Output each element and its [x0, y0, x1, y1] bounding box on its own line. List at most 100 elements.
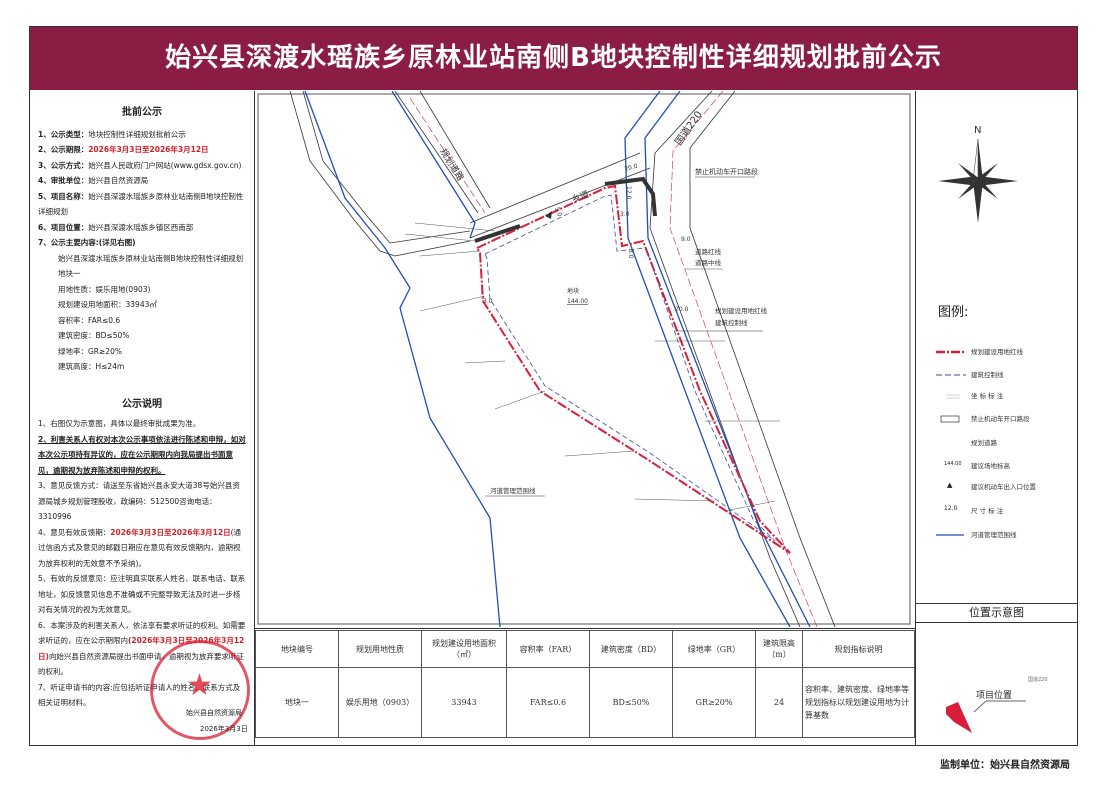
notice-item-period: 2、公示期限：2026年3月3日至2026年3月12日: [38, 145, 209, 154]
entrance-triangle: [545, 211, 552, 219]
project-location-label: 项目位置: [976, 691, 1013, 701]
map-drawing: 国道220 规划道路 乡道 禁止机动车开口路段 道路红线 道路中线 规划建设用地…: [257, 90, 911, 628]
triangle-icon: ▲: [947, 481, 953, 489]
header-cell: 地块编号: [255, 630, 339, 668]
cell-gr: GR≥20%: [672, 667, 756, 738]
table-header-row: 地块编号 规划用地性质 规划建设用地面积（㎡） 容积率（FAR） 建筑密度（BD…: [255, 630, 915, 668]
label-elevation: 144.00: [567, 298, 588, 305]
label-road-center-line: 道路中线: [695, 258, 722, 267]
river-line: [624, 90, 791, 628]
indicator-table: 地块编号 规划用地性质 规划建设用地面积（㎡） 容积率（FAR） 建筑密度（BD…: [255, 630, 915, 738]
header-cell: 建筑限高（m）: [755, 630, 803, 668]
table-row: 地块一 娱乐用地（0903） 33943 FAR≤0.6 BD≤50% GR≥2…: [255, 667, 915, 738]
dimension-label: 20.0: [624, 163, 639, 173]
explanation-heading: 公示说明: [122, 398, 162, 410]
legend-item-river-line: 河道管理范围线: [916, 528, 1079, 542]
label-planned-road: 规划道路: [437, 146, 466, 183]
township-road-edge: [469, 152, 641, 224]
national-road-edge: [689, 90, 836, 628]
content-line: 建筑高度：H≤24m: [58, 362, 125, 371]
land-red-line: [475, 184, 791, 554]
dimension-label: 3.0: [620, 211, 630, 218]
signature: 始兴县自然资源局: [186, 709, 242, 717]
elevation-mark-icon: 144.00: [944, 461, 962, 467]
dimension-label: 12.0: [625, 186, 632, 200]
legend-item-no-opening: 禁止机动车开口路段: [916, 412, 1079, 426]
explanation-p3: 3、意见反馈方式：请送至东省始兴县永安大道38号始兴县资源局城乡规划管理股收，政…: [38, 481, 240, 521]
planned-road-edge: [394, 90, 479, 214]
official-seal: ★: [150, 640, 250, 740]
page-title: 始兴县深渡水瑶族乡原林业站南侧B地块控制性详细规划批前公示: [30, 27, 1077, 90]
signature-date: 2026年3月3日: [200, 725, 248, 733]
river-line: [304, 90, 501, 628]
red-dash-dot-line-icon: [936, 350, 966, 354]
legend-title: 图例:: [938, 305, 969, 320]
dimension-label: 9.0: [681, 236, 691, 243]
label-road-red-line: 道路红线: [695, 247, 722, 256]
star-icon: ★: [186, 668, 213, 703]
no-opening-segment: [604, 176, 657, 217]
map-border: [257, 93, 911, 625]
header-cell: 规划指标说明: [802, 630, 915, 668]
national-road-edge: [649, 90, 801, 628]
label-township-road: 乡道: [570, 188, 591, 206]
explanation-p7: 7、听证申请书的内容:应包括听证申请人的姓名、联系方式及相关证明材料。: [38, 682, 241, 708]
cell-far: FAR≤0.6: [506, 667, 590, 738]
dimension-label: 20.0: [675, 306, 689, 313]
explanation-p1: 1、右图仅为示意图，具体以最终审批成果为准。: [38, 419, 201, 428]
content-line: 建筑密度：BD≤50%: [58, 331, 130, 340]
blue-dashed-line-icon: [936, 374, 966, 376]
planning-map: 国道220 规划道路 乡道 禁止机动车开口路段 道路红线 道路中线 规划建设用地…: [255, 90, 915, 629]
svg-text:N: N: [974, 125, 981, 136]
river-line: [391, 90, 476, 239]
planned-road-center: [409, 97, 486, 214]
national-road-center: [669, 90, 818, 628]
legend-item-land-red-line: 规划建设用地红线: [916, 345, 1079, 359]
planned-road-edge: [419, 90, 491, 209]
legend-item-building-control-line: 建筑控制线: [916, 368, 1079, 382]
dimension-label: 3.0: [627, 249, 634, 259]
header-cell: 容积率（FAR）: [506, 630, 590, 668]
content-line: 规划建设用地面积：33943㎡: [58, 300, 157, 309]
dimension-label: 5.0: [553, 206, 563, 218]
no-opening-segment: [474, 224, 521, 243]
legend-item-planned-road: 规划道路: [971, 439, 997, 447]
label-no-opening: 禁止机动车开口路段: [695, 167, 758, 176]
explanation-p5: 5、有效的反馈意见：应注明真实联系人姓名、联系电话、联系地址，如反馈意见信息不准…: [38, 574, 246, 614]
left-panel: 批前公示 1、公示类型：地块控制性详细规划批前公示 2、公示期限：2026年3月…: [30, 91, 255, 745]
notice-heading: 批前公示: [122, 107, 162, 118]
label-building-control-line: 建筑控制线: [715, 318, 748, 327]
dimension-mark-icon: 12.0: [944, 505, 958, 512]
content-line: 用地性质：娱乐用地(0903): [58, 284, 151, 294]
header-cell: 规划用地性质: [338, 630, 422, 668]
cell-land-use: 娱乐用地（0903）: [338, 667, 422, 738]
north-arrow-icon: N: [938, 125, 1018, 223]
notice-item: 7、公示主要内容:(详见右图): [38, 238, 136, 247]
blue-line-icon: [936, 534, 964, 536]
dimension-label: 3.0: [483, 298, 493, 305]
notice-item: 1、公示类型：地块控制性详细规划批前公示: [38, 129, 186, 139]
explanation-p6: 6、本案涉及的利害关系人，依法享有要求听证的权利。如需要求听证的，应在公示期限内…: [38, 620, 246, 677]
label-national-road: 国道220: [672, 108, 705, 147]
legend-item-entrance: ▲建议机动车出入口位置: [947, 481, 1036, 491]
township-road-edge: [469, 167, 651, 239]
building-control-line: [484, 194, 776, 542]
project-location-marker: [946, 700, 1026, 733]
notice-item: 4、审批单位：始兴县自然资源局: [38, 176, 149, 185]
notice-frame: [29, 26, 1078, 746]
notice-item: 6、项目位置：始兴县深渡水瑶族乡镇区西南部: [38, 222, 194, 232]
content-line: 始兴县深渡水瑶族乡原林业站南侧B地块控制性详细规划: [58, 253, 244, 263]
label-river-line: 河道管理范围线: [490, 486, 536, 495]
supervising-unit: 监制单位：始兴县自然资源局: [940, 760, 1070, 771]
label-land-red-line: 规划建设用地红线: [715, 306, 768, 315]
content-line: 绿地率：GR≥20%: [58, 346, 122, 356]
legend-item-coordinate: 坐 标 标 注: [916, 389, 1079, 403]
explanation-p4: 4、意见有效反馈期：2026年3月3日至2026年3月12日(通过信函方式及意见…: [38, 527, 242, 568]
header-cell: 规划建设用地面积（㎡）: [421, 630, 507, 668]
cell-note: 容积率、建筑密度、绿地率等规划指标以规划建设用地为计算基数: [802, 667, 915, 738]
content-line: 容积率：FAR≤0.6: [58, 315, 121, 325]
header-cell: 绿地率（GR）: [672, 630, 756, 668]
explanation-p2: 2、利害关系人有权对本次公示事项依法进行陈述和申辩，如对本次公示项持有异议的，应…: [38, 434, 246, 475]
cell-parcel-id: 地块一: [255, 667, 339, 738]
